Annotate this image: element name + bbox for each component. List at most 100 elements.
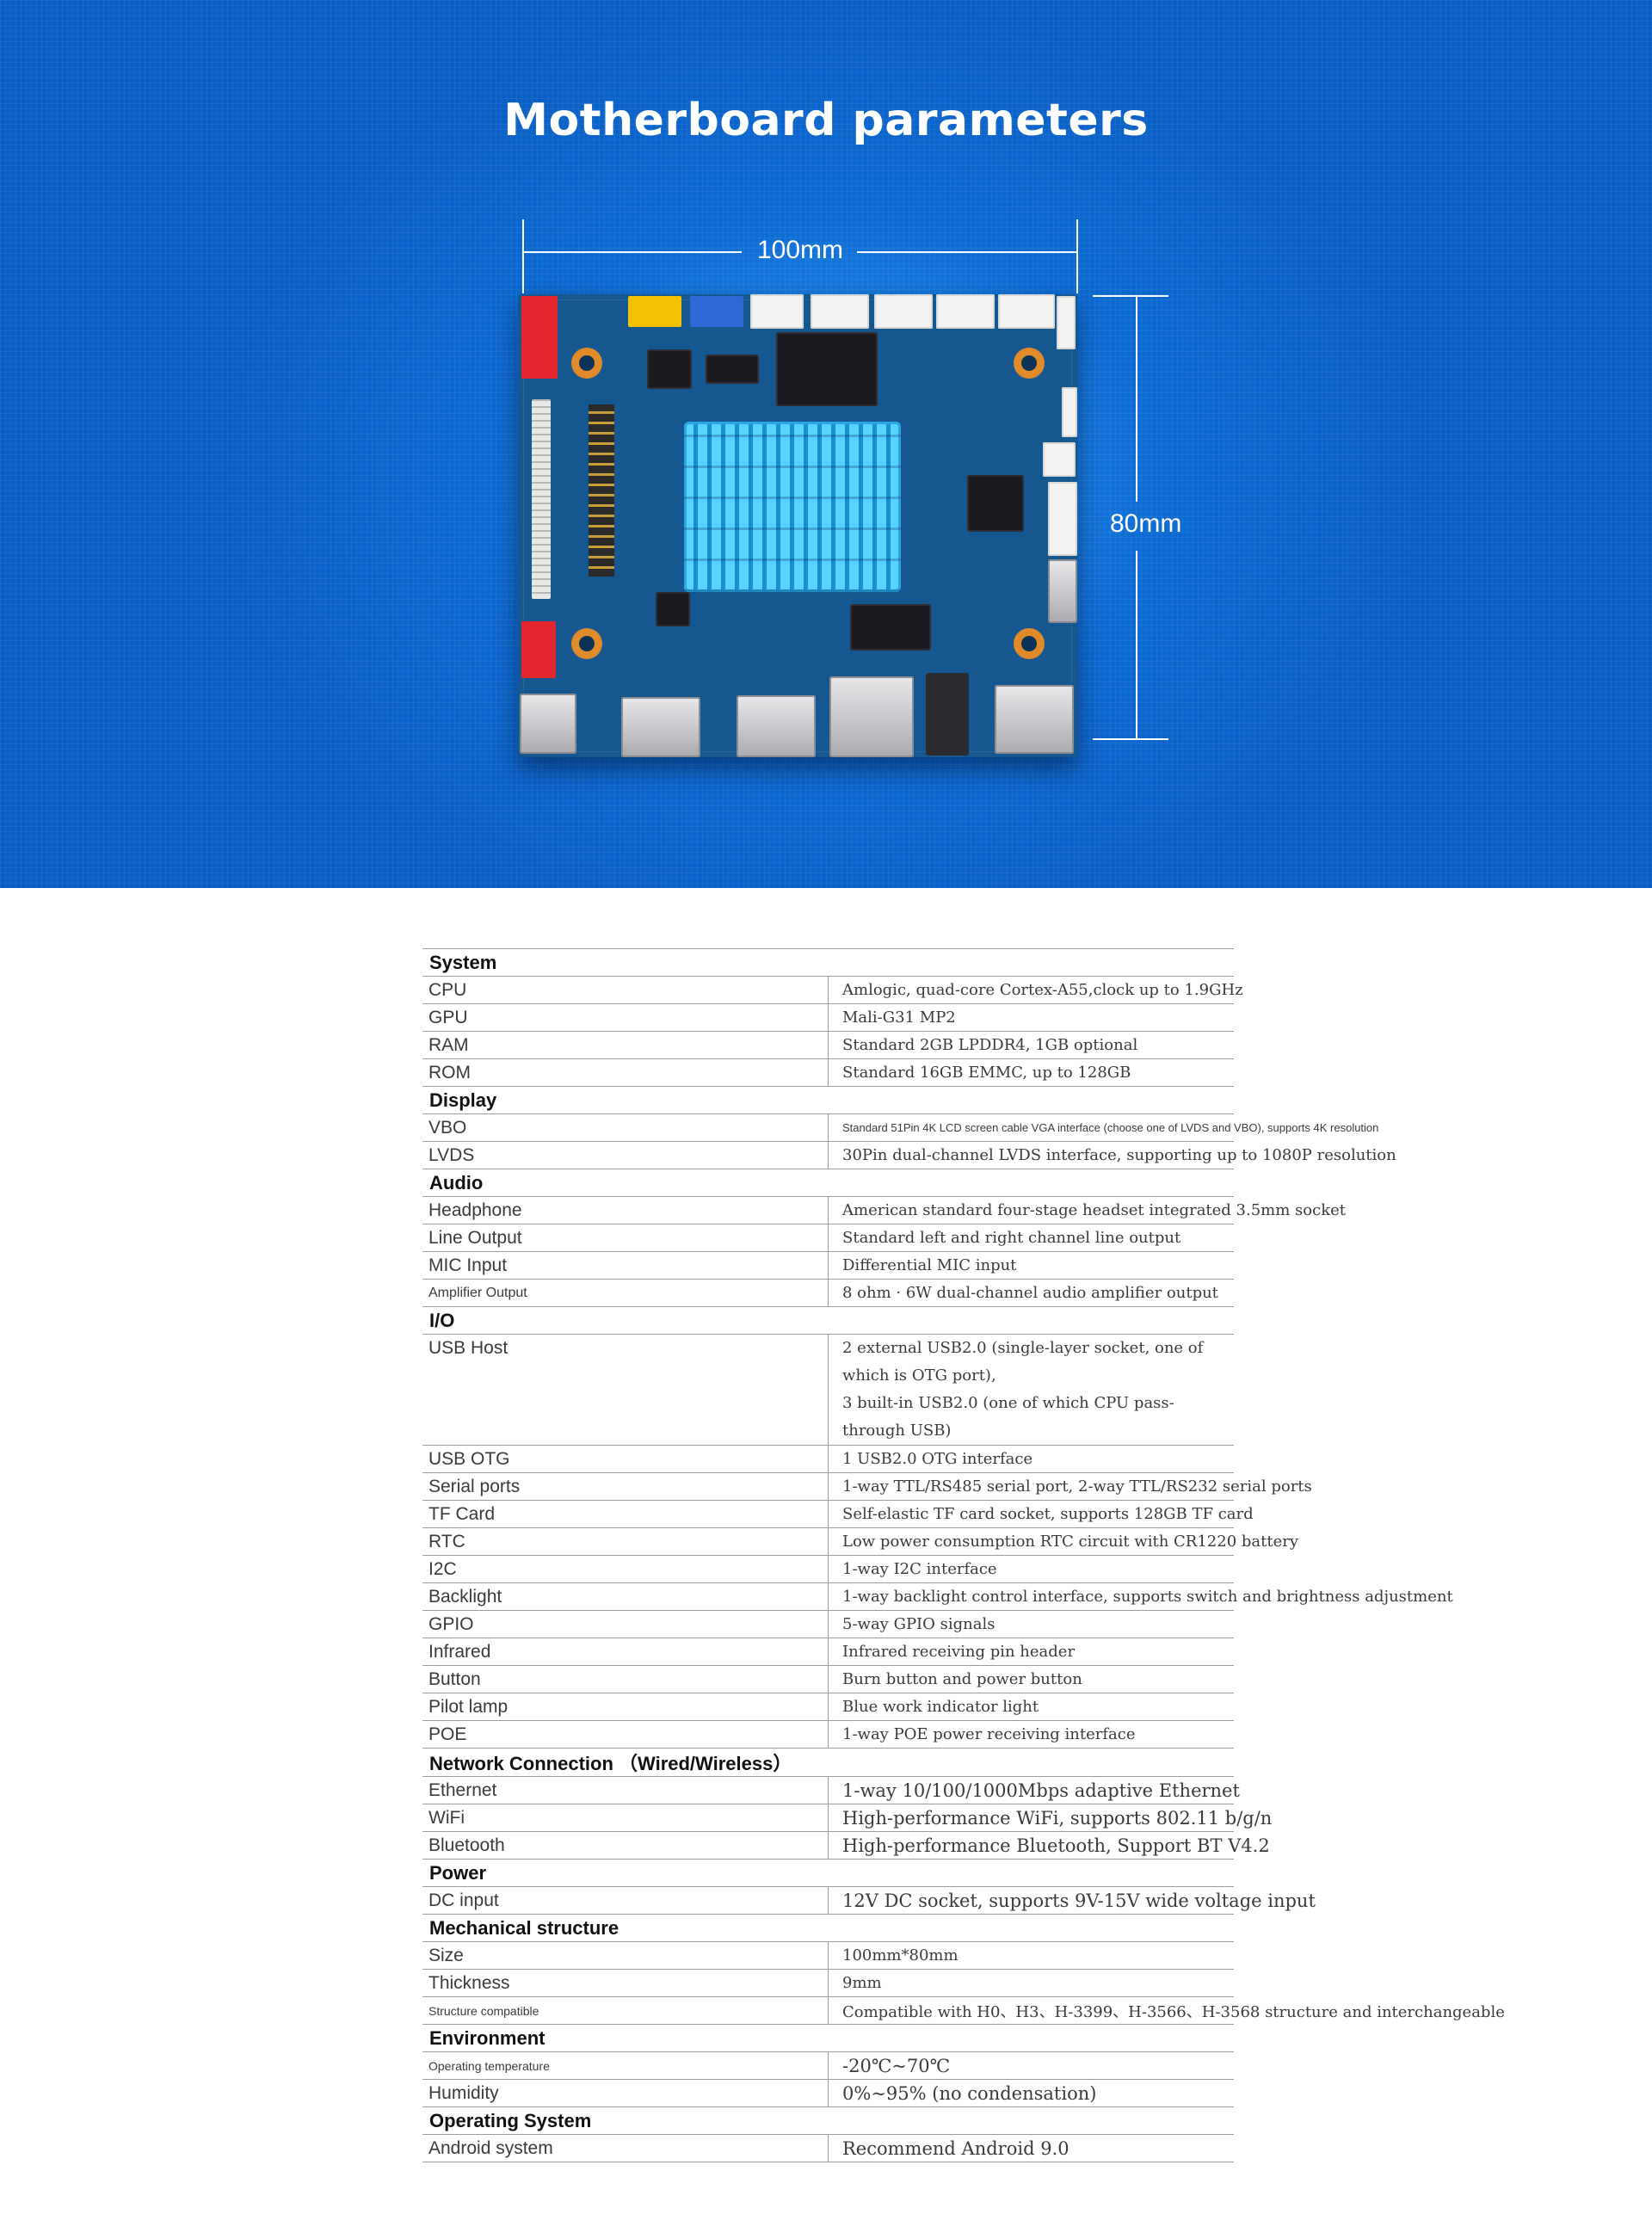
spec-label: VBO: [422, 1113, 829, 1142]
white-connector-right-top: [1057, 296, 1076, 349]
height-dimension-line-bottom: [1136, 551, 1137, 740]
spec-value: Standard 51Pin 4K LCD screen cable VGA i…: [828, 1113, 1378, 1142]
section-row: Power: [422, 1859, 1234, 1887]
dc-power-jack: [520, 694, 576, 754]
yellow-connector: [628, 296, 681, 327]
red-connector-top-left: [521, 296, 558, 379]
white-connector-2: [811, 294, 869, 329]
spec-label: Size: [422, 1941, 829, 1970]
lvds-connector: [532, 399, 551, 599]
section-title: I/O: [422, 1306, 1234, 1335]
section-title: Display: [422, 1086, 1234, 1114]
spec-label: Android system: [422, 2134, 829, 2162]
section-row: System: [422, 948, 1234, 977]
spec-value: 1-way POE power receiving interface: [828, 1720, 1234, 1749]
spec-label: Bluetooth: [422, 1831, 829, 1860]
spec-value: 2 external USB2.0 (single-layer socket, …: [828, 1334, 1234, 1446]
red-connector-bottom-left: [521, 621, 556, 678]
section-row: Audio: [422, 1169, 1234, 1197]
hdmi-port-side: [1048, 559, 1077, 623]
white-connector-right-lower: [1048, 482, 1077, 556]
spec-value: 5-way GPIO signals: [828, 1610, 1234, 1638]
width-dimension-line-right: [857, 251, 1078, 253]
chip-top-small: [706, 355, 759, 384]
spec-label: Operating temperature: [422, 2051, 829, 2080]
spec-value: 1-way I2C interface: [828, 1555, 1234, 1583]
width-dimension-line-left: [522, 251, 742, 253]
spec-value: Standard left and right channel line out…: [828, 1224, 1234, 1252]
spec-value: Self-elastic TF card socket, supports 12…: [828, 1500, 1254, 1528]
heatsink: [684, 422, 901, 592]
spec-label: CPU: [422, 976, 829, 1004]
chip-top-left: [647, 349, 692, 389]
chip-memory: [776, 332, 878, 406]
section-title: Mechanical structure: [422, 1914, 1234, 1942]
spec-value: 8 ohm · 6W dual-channel audio amplifier …: [828, 1279, 1234, 1307]
spec-value: Low power consumption RTC circuit with C…: [828, 1527, 1298, 1556]
mount-hole-bottom-left: [571, 628, 602, 659]
mount-hole-top-right: [1014, 348, 1045, 379]
spec-value: -20℃~70℃: [828, 2051, 1234, 2080]
spec-label: GPIO: [422, 1610, 829, 1638]
spec-label: DC input: [422, 1886, 829, 1915]
spec-label: LVDS: [422, 1141, 829, 1169]
section-row: Operating System: [422, 2106, 1234, 2135]
spec-label: WiFi: [422, 1804, 829, 1832]
white-connector-5: [998, 294, 1055, 329]
ethernet-port: [829, 676, 914, 757]
spec-value: High-performance WiFi, supports 802.11 b…: [828, 1804, 1272, 1832]
spec-value: American standard four-stage headset int…: [828, 1196, 1346, 1224]
spec-value: 12V DC socket, supports 9V-15V wide volt…: [828, 1886, 1316, 1915]
spec-label: Line Output: [422, 1224, 829, 1252]
spec-label: RTC: [422, 1527, 829, 1556]
section-row: Display: [422, 1086, 1234, 1114]
mount-hole-bottom-right: [1014, 628, 1045, 659]
spec-label: USB Host: [422, 1334, 829, 1446]
spec-value: Standard 2GB LPDDR4, 1GB optional: [828, 1031, 1234, 1059]
spec-label: Humidity: [422, 2079, 829, 2107]
white-connector-3: [874, 294, 933, 329]
audio-jack: [926, 673, 969, 756]
spec-label: RAM: [422, 1031, 829, 1059]
spec-label: Structure compatible: [422, 1996, 829, 2025]
chip-lower-left: [656, 592, 690, 626]
spec-label: ROM: [422, 1058, 829, 1087]
spec-value: Recommend Android 9.0: [828, 2134, 1234, 2162]
spec-value: Compatible with H0、H3、H-3399、H-3566、H-35…: [828, 1996, 1505, 2025]
hero-banner: Motherboard parameters 100mm 80mm: [0, 0, 1652, 888]
section-title: Environment: [422, 2024, 1234, 2052]
blue-connector: [690, 296, 743, 327]
section-row: Network Connection （Wired/Wireless）: [422, 1748, 1234, 1777]
spec-label: TF Card: [422, 1500, 829, 1528]
spec-label: Headphone: [422, 1196, 829, 1224]
width-dimension-left-tick: [522, 219, 524, 293]
spec-value: High-performance Bluetooth, Support BT V…: [828, 1831, 1270, 1860]
height-dimension-line-top: [1136, 295, 1137, 502]
section-title: Network Connection （Wired/Wireless）: [422, 1748, 1234, 1777]
height-dimension-top-tick: [1093, 295, 1168, 297]
white-connector-4: [936, 294, 995, 329]
spec-label: POE: [422, 1720, 829, 1749]
white-connector-1: [750, 294, 804, 329]
spec-label: MIC Input: [422, 1251, 829, 1280]
spec-label: USB OTG: [422, 1445, 829, 1473]
usb-port-left: [621, 697, 700, 757]
